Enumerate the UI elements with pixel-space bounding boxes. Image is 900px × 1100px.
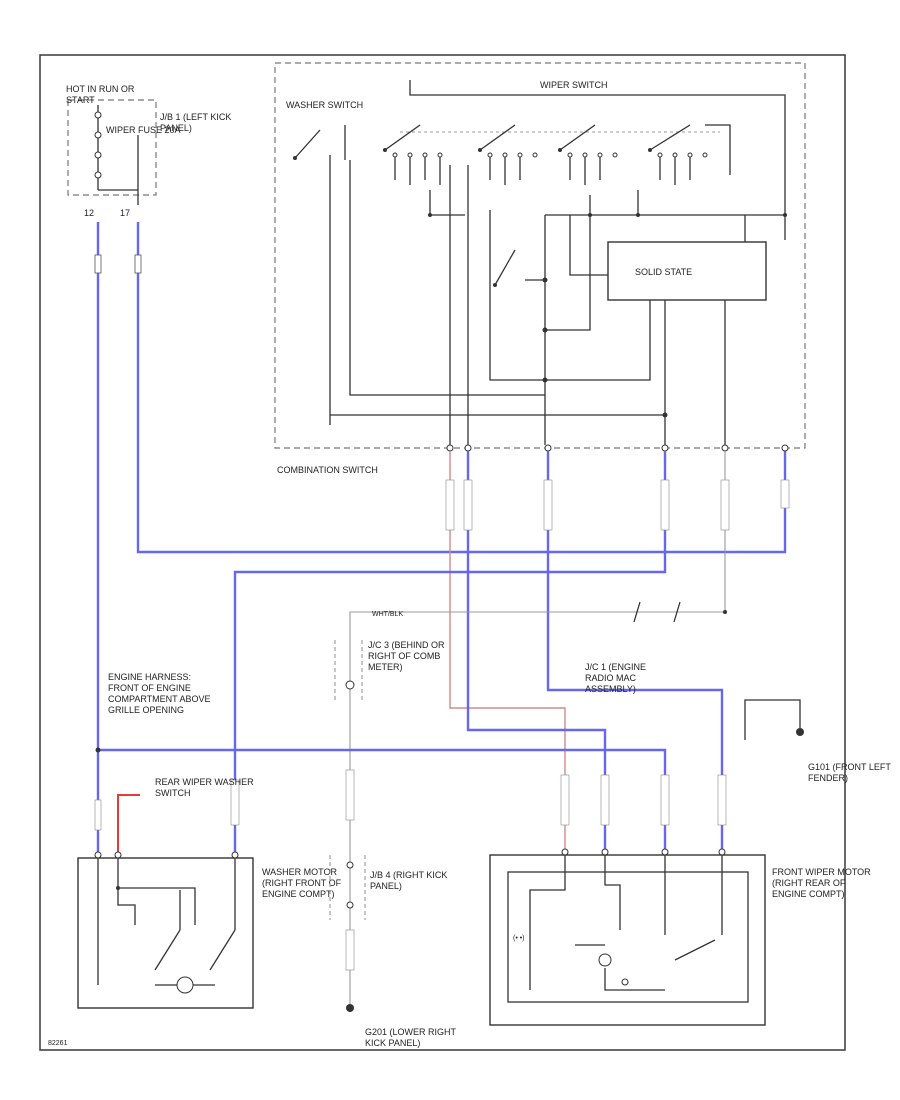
- solid-state-label: SOLID STATE: [635, 267, 692, 277]
- front-wiper-motor-box: [489, 854, 766, 1026]
- rear-wiper-switch: [117, 794, 140, 855]
- combination-switch-label: COMBINATION SWITCH: [277, 465, 378, 475]
- fuse-label: WIPER FUSE 20A: [106, 125, 181, 135]
- wiper-switch-label: WIPER SWITCH: [540, 80, 608, 90]
- front-wiper-motor-internals: (• •): [507, 848, 749, 1003]
- combination-switch-box: [274, 62, 806, 449]
- pin-12-label: 12: [84, 208, 94, 218]
- wire-blue-b: [466, 451, 607, 850]
- jb1-box: [67, 99, 157, 196]
- wire-labels: [94, 479, 790, 971]
- svg-text:(• •): (• •): [513, 935, 525, 942]
- g201-ground: [346, 1004, 354, 1012]
- pin-17-label: 17: [120, 208, 130, 218]
- jc3-connector: [334, 640, 363, 700]
- g101-ground: [744, 699, 804, 740]
- wire-color-label: WHT/BLK: [372, 611, 403, 618]
- wire-blue-c: [546, 451, 724, 850]
- washer-switch-label: WASHER SWITCH: [286, 100, 363, 110]
- washer-motor-box: [77, 857, 254, 1009]
- jb4-connector: [329, 855, 366, 920]
- combination-switch-wiring: [330, 165, 787, 445]
- outer-frame: [39, 54, 846, 1051]
- fuse: [94, 105, 139, 205]
- washer-switch-mechanism: [293, 125, 450, 425]
- inline-connector: [633, 601, 727, 623]
- solid-state-module: [607, 241, 767, 301]
- wiper-switch-mechanism: [383, 80, 786, 240]
- washer-motor-internals: [94, 851, 239, 994]
- wire-blue-main: [98, 748, 667, 850]
- page-code: 82261: [48, 1040, 68, 1047]
